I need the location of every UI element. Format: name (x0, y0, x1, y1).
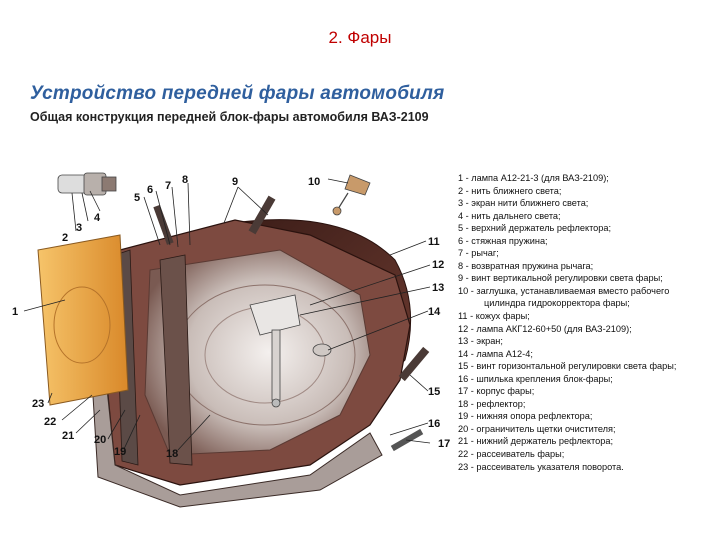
lamp-a12 (58, 173, 116, 195)
callout-13: 13 (432, 282, 444, 294)
legend-item: 8 - возвратная пружина рычага; (458, 260, 718, 273)
legend-item: 7 - рычаг; (458, 247, 718, 260)
legend-item: 5 - верхний держатель рефлектора; (458, 222, 718, 235)
legend-item: 14 - лампа А12-4; (458, 348, 718, 361)
callout-21: 21 (62, 430, 74, 442)
callout-11: 11 (428, 236, 440, 248)
bulb-stem (272, 330, 280, 400)
legend-item: 12 - лампа АКГ12-60+50 (для ВАЗ-2109); (458, 323, 718, 336)
callout-1: 1 (12, 306, 18, 318)
callout-15: 15 (428, 386, 440, 398)
callout-2: 2 (62, 232, 68, 244)
legend-item: 6 - стяжная пружина; (458, 235, 718, 248)
legend-item: 22 - рассеиватель фары; (458, 448, 718, 461)
parts-legend: 1 - лампа А12-21-3 (для ВАЗ-2109); 2 - н… (458, 172, 718, 473)
callout-22: 22 (44, 416, 56, 428)
callout-17: 17 (438, 438, 450, 450)
legend-item: 3 - экран нити ближнего света; (458, 197, 718, 210)
legend-item: 19 - нижняя опора рефлектора; (458, 410, 718, 423)
callout-12: 12 (432, 259, 444, 271)
legend-item: 16 - шпилька крепления блок-фары; (458, 373, 718, 386)
callout-3: 3 (76, 222, 82, 234)
legend-item: 15 - винт горизонтальной регулировки све… (458, 360, 718, 373)
callout-9: 9 (232, 176, 238, 188)
legend-item: 18 - рефлектор; (458, 398, 718, 411)
diagram-heading: Устройство передней фары автомобиля (30, 83, 444, 105)
legend-item: 13 - экран; (458, 335, 718, 348)
legend-item: 17 - корпус фары; (458, 385, 718, 398)
legend-item: 4 - нить дальнего света; (458, 210, 718, 223)
legend-item: 10 - заглушка, устанавливаемая вместо ра… (458, 285, 718, 298)
callout-5: 5 (134, 192, 140, 204)
legend-item: 20 - ограничитель щетки очистителя; (458, 423, 718, 436)
callout-8: 8 (182, 174, 188, 186)
slide-title: 2. Фары (0, 28, 720, 48)
legend-item: 21 - нижний держатель рефлектора; (458, 435, 718, 448)
callout-19: 19 (114, 446, 126, 458)
headlight-diagram: 1 2 3 4 5 6 7 8 9 10 11 12 13 14 15 16 1… (10, 165, 465, 510)
diagram-subheading: Общая конструкция передней блок-фары авт… (30, 110, 429, 124)
callout-20: 20 (94, 434, 106, 446)
legend-item: 1 - лампа А12-21-3 (для ВАЗ-2109); (458, 172, 718, 185)
callout-18: 18 (166, 448, 178, 460)
legend-item: 9 - винт вертикальной регулировки света … (458, 272, 718, 285)
turn-indicator-lens (38, 235, 128, 405)
legend-item: 23 - рассеиватель указателя поворота. (458, 461, 718, 474)
callout-23: 23 (32, 398, 44, 410)
callout-14: 14 (428, 306, 441, 318)
callout-4: 4 (94, 212, 101, 224)
callout-16: 16 (428, 418, 440, 430)
legend-item: 11 - кожух фары; (458, 310, 718, 323)
callout-7: 7 (165, 180, 171, 192)
callout-6: 6 (147, 184, 153, 196)
legend-item: цилиндра гидрокорректора фары; (458, 297, 718, 310)
callout-10: 10 (308, 176, 320, 188)
legend-item: 2 - нить ближнего света; (458, 185, 718, 198)
